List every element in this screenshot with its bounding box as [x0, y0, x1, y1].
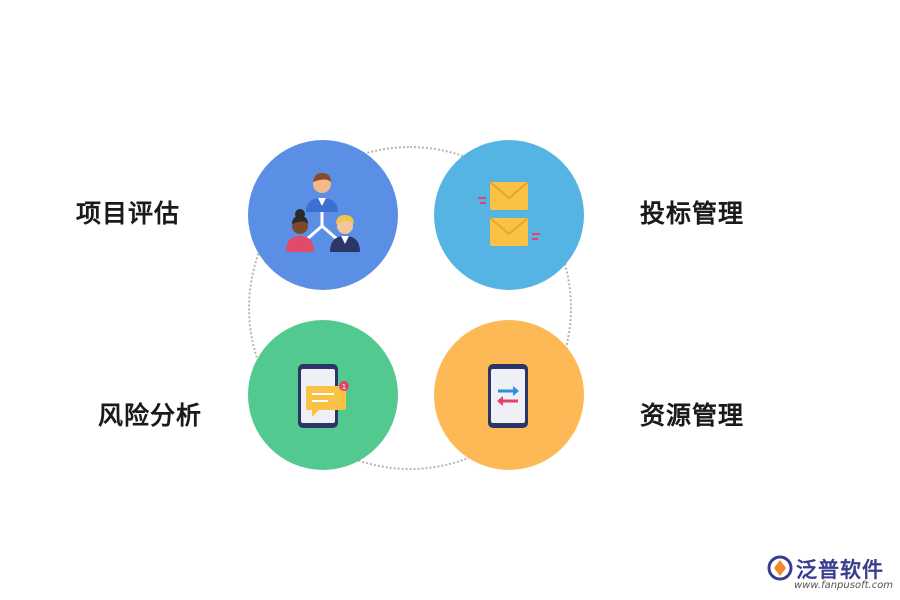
fanpu-logo-icon	[767, 555, 793, 581]
phone-transfer-icon	[488, 364, 528, 428]
circle-bid-management	[434, 140, 584, 290]
label-project-evaluation: 项目评估	[76, 199, 181, 228]
logo-url: www.fanpusoft.com	[794, 580, 894, 591]
label-risk-analysis: 风险分析	[98, 401, 203, 430]
envelopes-icon	[478, 181, 540, 246]
circle-resource-management	[434, 320, 584, 470]
phone-message-icon: 1	[298, 364, 349, 428]
circle-project-evaluation	[248, 140, 398, 290]
circle-risk-analysis: 1	[248, 320, 398, 470]
dotted-connector-ring	[248, 146, 572, 470]
logo-name: 泛普软件	[796, 558, 884, 582]
notification-badge: 1	[342, 383, 346, 391]
label-resource-management: 资源管理	[640, 401, 745, 430]
label-bid-management: 投标管理	[640, 199, 745, 228]
fanpu-logo: 泛普软件 www.fanpusoft.com	[766, 552, 896, 596]
team-hierarchy-icon	[286, 173, 360, 252]
